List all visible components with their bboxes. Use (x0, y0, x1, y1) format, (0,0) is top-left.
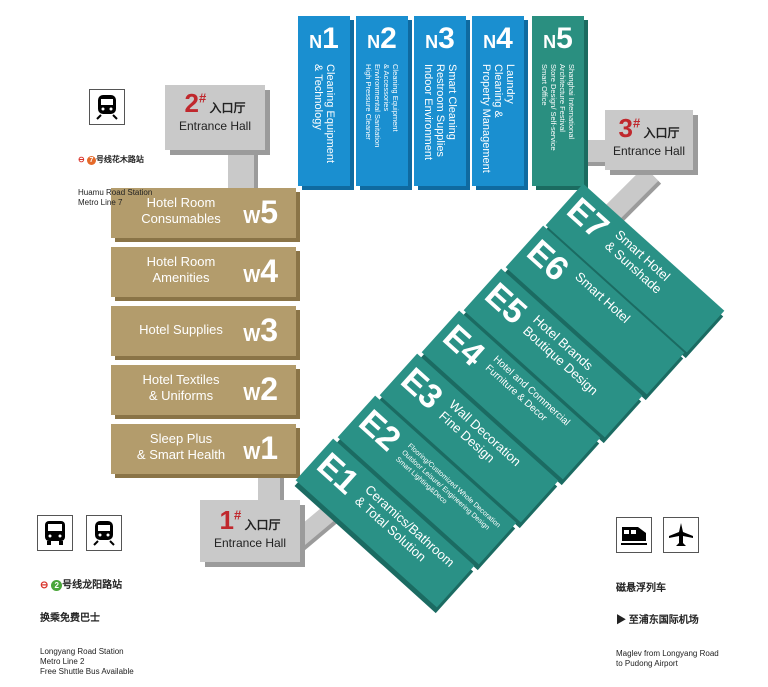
metro-icon (89, 89, 125, 125)
walkway (580, 140, 610, 162)
maglev-cn: 磁悬浮列车 (616, 583, 666, 594)
line-badge: 2 (51, 580, 63, 591)
bus-icon (37, 515, 73, 551)
entrance-hall-3-label: 3# 入口厅 Entrance Hall (605, 113, 693, 158)
hall-w4[interactable]: Hotel Room Amenities W4 (111, 247, 296, 297)
entrance-number: 1 (219, 505, 234, 535)
entrance-cn: 入口厅 (643, 126, 680, 140)
hall-code: W4 (243, 253, 278, 289)
hall-code: W3 (243, 312, 278, 348)
hall-w3[interactable]: Hotel Supplies W3 (111, 306, 296, 356)
entrance-number: 2 (184, 88, 199, 118)
hall-code: N4 (483, 22, 513, 55)
shuttle-cn: 换乘免费巴士 (40, 613, 100, 624)
metro-icon (86, 515, 122, 551)
play-icon: ▶ (616, 615, 629, 626)
entrance-en: Entrance Hall (612, 144, 686, 158)
station-cn: 号线花木路站 (95, 155, 144, 164)
entrance-cn: 入口厅 (209, 101, 246, 115)
maglev-en: Maglev from Longyang Road to Pudong Airp… (616, 649, 719, 668)
hall-code: W5 (243, 194, 278, 230)
entrance-hall-2-label: 2# 入口厅 Entrance Hall (165, 88, 265, 133)
hall-desc: Hotel Room Amenities (146, 254, 216, 285)
entrance-en: Entrance Hall (213, 536, 287, 550)
hall-desc: Hotel Supplies (139, 322, 223, 337)
hall-code: N2 (367, 22, 397, 55)
entrance-hall-2[interactable] (165, 85, 265, 150)
hall-desc: Sleep Plus & Smart Health (136, 431, 226, 462)
hall-desc: Shanghai International Architecture Fest… (540, 64, 576, 151)
hall-code: W1 (243, 430, 278, 466)
hall-desc: Laundry Cleaning & Property Management (480, 64, 516, 173)
hall-w5[interactable]: Hotel Room Consumables W5 (111, 188, 296, 238)
entrance-hall-3[interactable] (605, 110, 693, 170)
airplane-icon (663, 517, 699, 553)
hall-code: N5 (543, 22, 573, 55)
station-en: Longyang Road Station Metro Line 2 Free … (40, 647, 134, 676)
station-en: Huamu Road Station Metro Line 7 (78, 188, 153, 207)
entrance-hall-1[interactable] (200, 500, 300, 562)
hall-desc: Cleaning Equipment & Technology (312, 64, 336, 164)
hall-desc: Hotel Textiles & Uniforms (142, 372, 220, 403)
hall-code: N3 (425, 22, 455, 55)
hall-code: E7 (559, 190, 616, 247)
hall-w2[interactable]: Hotel Textiles & Uniforms W2 (111, 365, 296, 415)
entrance-hall-1-label: 1# 入口厅 Entrance Hall (200, 505, 300, 550)
hall-desc: Smart Cleaning Restroom Supplies Indoor … (422, 64, 458, 160)
airport-cn: 至浦东国际机场 (628, 615, 699, 626)
line-badge: 7 (86, 156, 96, 165)
entrance-mark: # (632, 115, 641, 131)
hall-code: N1 (309, 22, 339, 55)
hall-desc: Hotel Room Consumables (141, 195, 221, 226)
entrance-en: Entrance Hall (178, 119, 252, 133)
hall-w1[interactable]: Sleep Plus & Smart Health W1 (111, 424, 296, 474)
station-cn: 号线龙阳路站 (62, 580, 123, 591)
hall-desc: Smart Hotel & Sunshade (602, 226, 674, 297)
hall-code: W2 (243, 371, 278, 407)
entrance-mark: # (233, 507, 242, 523)
entrance-mark: # (198, 90, 207, 106)
maglev-train-icon (616, 517, 652, 553)
entrance-cn: 入口厅 (244, 518, 281, 532)
entrance-number: 3 (618, 113, 633, 143)
hall-desc: Cleaning Equipment & Accessories Environ… (364, 64, 400, 148)
maglev-info: 磁悬浮列车 ▶ 至浦东国际机场 Maglev from Longyang Roa… (616, 564, 719, 679)
